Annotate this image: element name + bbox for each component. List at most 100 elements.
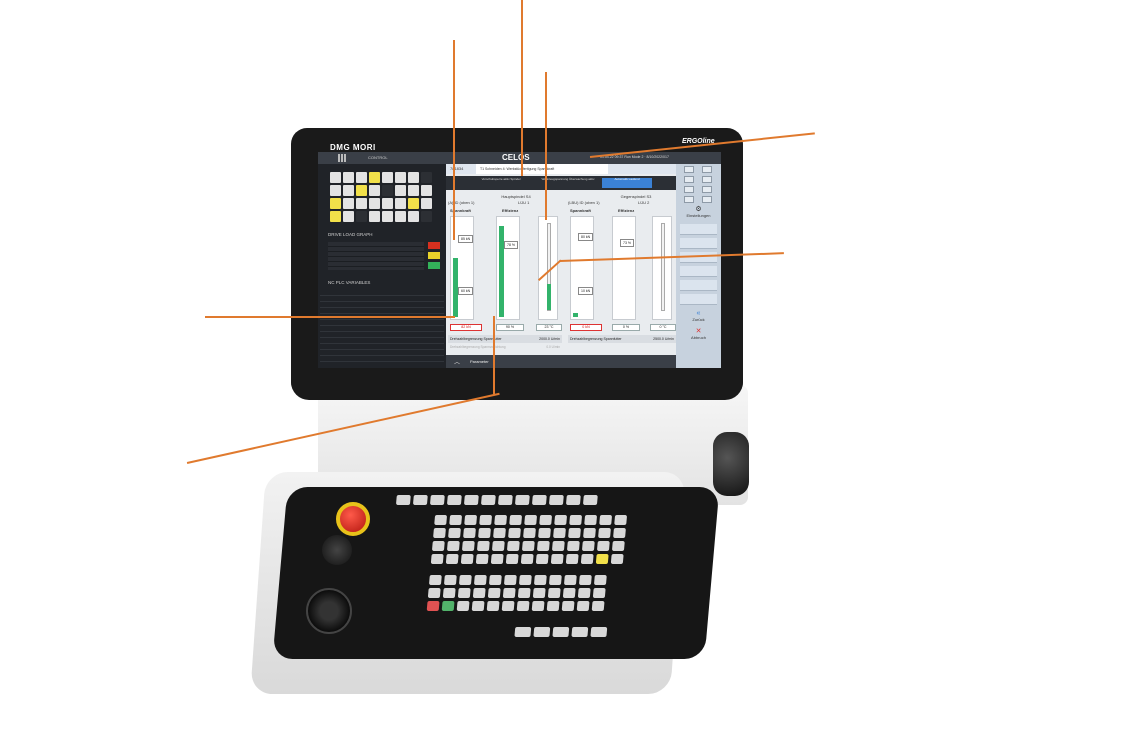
- drive-load-graph: [328, 242, 424, 270]
- plc-variables-title: NC PLC VARIABLES: [328, 280, 371, 285]
- status-automatic[interactable]: Automatik Laufend: [602, 177, 652, 188]
- table-row[interactable]: [320, 332, 444, 338]
- window-icon[interactable]: [702, 196, 712, 203]
- settings-button[interactable]: ⚙ Einstellungen: [680, 206, 717, 218]
- status-feed-lock[interactable]: Vorschubsperre aktiv Spindel: [481, 177, 521, 181]
- main-speed-limit-label: Drehzahlbegrenzung Spannfutter: [450, 337, 502, 341]
- app-icon[interactable]: [408, 172, 419, 183]
- app-icon[interactable]: [343, 198, 354, 209]
- app-icon[interactable]: [395, 211, 406, 222]
- title-bar: CONTROL CELOS 01.04.22 09:37 Run Mode 2 …: [318, 152, 721, 164]
- celos-screen: CONTROL CELOS 01.04.22 09:37 Run Mode 2 …: [318, 152, 721, 368]
- counter-speed-limit-label: Drehzahlbegrenzung Spannfutter: [570, 337, 622, 341]
- table-row[interactable]: [320, 290, 444, 296]
- counter-spindle-sub-right: LÜU 2: [638, 200, 650, 205]
- app-icon[interactable]: [330, 198, 341, 209]
- counter-clamp-readout: 0 kN: [570, 324, 602, 331]
- chevron-up-icon[interactable]: ︿: [454, 360, 461, 366]
- chevron-left-icon: «: [696, 310, 701, 317]
- main-speed-limit-2-label: Drehzahlbegrenzung Spannvorrichtung: [450, 345, 506, 349]
- main-speed-limit-2[interactable]: Drehzahlbegrenzung Spannvorrichtung 0.0 …: [448, 344, 562, 351]
- app-icon[interactable]: [330, 211, 341, 222]
- emergency-stop-button[interactable]: [336, 502, 370, 536]
- table-row[interactable]: [320, 296, 444, 302]
- app-icon[interactable]: [356, 185, 367, 196]
- app-icon[interactable]: [395, 172, 406, 183]
- tab-parameter[interactable]: Parameter: [470, 359, 489, 364]
- machine-keypad[interactable]: [426, 575, 607, 611]
- app-icon[interactable]: [395, 198, 406, 209]
- counter-eff-label: Effizienz: [618, 208, 635, 213]
- app-icon[interactable]: [382, 198, 393, 209]
- callout-line: [205, 316, 455, 318]
- counter-eff-readout: 0 %: [612, 324, 640, 331]
- app-icon[interactable]: [369, 211, 380, 222]
- counter-speed-limit[interactable]: Drehzahlbegrenzung Spannfutter 2500.0 U/…: [568, 335, 676, 343]
- app-icon[interactable]: [421, 198, 432, 209]
- order-title[interactable]: T1 Schneiden 4: Werkstückfertigung Spann…: [476, 164, 608, 174]
- bottom-keys[interactable]: [514, 627, 608, 637]
- app-icon[interactable]: [369, 172, 380, 183]
- app-icon[interactable]: [343, 185, 354, 196]
- plc-variable-table: [320, 290, 444, 362]
- table-row[interactable]: [320, 356, 444, 362]
- softkey-row[interactable]: [395, 495, 598, 505]
- sidebar-button[interactable]: [680, 224, 717, 235]
- sidebar-button[interactable]: [680, 266, 717, 277]
- app-icon[interactable]: [382, 172, 393, 183]
- app-icon[interactable]: [356, 198, 367, 209]
- app-icon[interactable]: [421, 185, 432, 196]
- table-row[interactable]: [320, 320, 444, 326]
- search-icon[interactable]: [684, 166, 694, 173]
- counter-clamp-label: Spannkraft: [570, 208, 591, 213]
- table-row[interactable]: [320, 350, 444, 356]
- sidebar-button[interactable]: [680, 238, 717, 249]
- app-icon[interactable]: [356, 172, 367, 183]
- app-icon[interactable]: [369, 198, 380, 209]
- feed-handwheel[interactable]: [306, 588, 352, 634]
- app-menu-icon[interactable]: [338, 154, 346, 162]
- app-icon[interactable]: [330, 172, 341, 183]
- alpha-keypad[interactable]: [430, 515, 628, 564]
- abort-button[interactable]: ✕ Abbruch: [680, 328, 717, 340]
- info-icon[interactable]: [684, 196, 694, 203]
- main-temp-readout: 23 °C: [536, 324, 562, 331]
- table-row[interactable]: [320, 314, 444, 320]
- app-icon[interactable]: [408, 211, 419, 222]
- status-info: 01.04.22 09:37 Run Mode 2 · 8/10/2022/01…: [600, 155, 669, 159]
- app-icon[interactable]: [330, 185, 341, 196]
- undo-icon[interactable]: [684, 176, 694, 183]
- back-button[interactable]: « Zurück: [680, 310, 717, 322]
- table-row[interactable]: [320, 302, 444, 308]
- app-icon[interactable]: [408, 185, 419, 196]
- app-icon[interactable]: [382, 211, 393, 222]
- sidebar-button[interactable]: [680, 280, 717, 291]
- product-logo: ERGOline: [682, 138, 715, 145]
- redo-icon[interactable]: [702, 176, 712, 183]
- copy-icon[interactable]: [684, 186, 694, 193]
- override-dial[interactable]: [322, 535, 352, 565]
- sidebar-button[interactable]: [680, 252, 717, 263]
- table-row[interactable]: [320, 338, 444, 344]
- gear-icon: ⚙: [695, 206, 702, 213]
- side-knob[interactable]: [713, 432, 749, 496]
- main-speed-limit[interactable]: Drehzahlbegrenzung Spannfutter 2000.0 U/…: [448, 335, 562, 343]
- save-icon[interactable]: [702, 186, 712, 193]
- app-icon[interactable]: [408, 198, 419, 209]
- app-icon[interactable]: [343, 211, 354, 222]
- app-title: CELOS: [502, 153, 530, 162]
- app-icon[interactable]: [395, 185, 406, 196]
- table-row[interactable]: [320, 326, 444, 332]
- app-icon[interactable]: [369, 185, 380, 196]
- abort-label: Abbruch: [691, 335, 706, 340]
- counter-eff-gauge: 73 %: [612, 216, 636, 320]
- main-eff-gauge: 78 %: [496, 216, 520, 320]
- counter-spindle-heading: Gegenspindel S3: [620, 194, 652, 199]
- app-icon[interactable]: [343, 172, 354, 183]
- sidebar-button[interactable]: [680, 294, 717, 305]
- print-icon[interactable]: [702, 166, 712, 173]
- status-tool-clamp[interactable]: Werkzeugspannung Überwachung aktiv: [541, 177, 595, 181]
- table-row[interactable]: [320, 308, 444, 314]
- counter-temp-gauge: [652, 216, 672, 320]
- table-row[interactable]: [320, 344, 444, 350]
